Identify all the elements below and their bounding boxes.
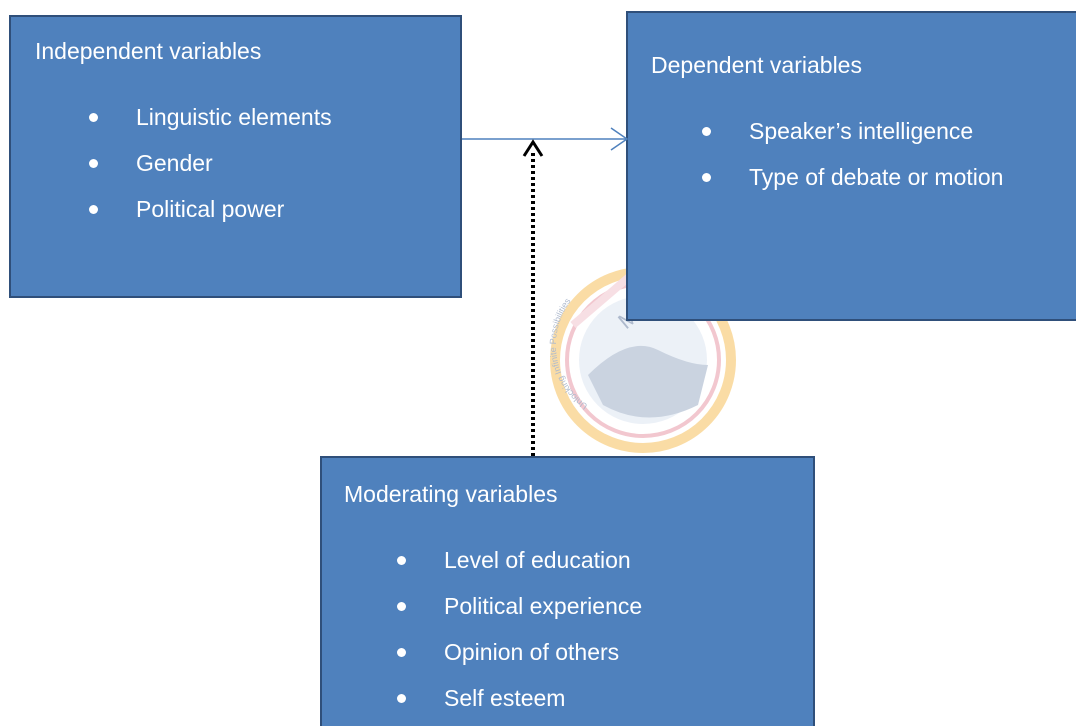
list-item: Linguistic elements bbox=[89, 103, 332, 149]
dependent-variables-box: Dependent variables Speaker’s intelligen… bbox=[626, 11, 1076, 321]
list-item: Speaker’s intelligence bbox=[702, 117, 1003, 163]
independent-to-dependent-arrowhead bbox=[610, 127, 629, 151]
list-item: Political experience bbox=[397, 592, 642, 638]
moderating-variables-list: Level of education Political experience … bbox=[397, 546, 642, 726]
independent-variables-title: Independent variables bbox=[35, 38, 262, 64]
independent-variables-list: Linguistic elements Gender Political pow… bbox=[89, 103, 332, 241]
svg-text:Unlocking Infinite Possibiliti: Unlocking Infinite Possibilities bbox=[548, 296, 589, 412]
list-item: Opinion of others bbox=[397, 638, 642, 684]
moderating-variables-box: Moderating variables Level of education … bbox=[320, 456, 815, 726]
watermark-motto: Unlocking Infinite Possibilities bbox=[548, 296, 589, 412]
list-item: Level of education bbox=[397, 546, 642, 592]
list-item: Gender bbox=[89, 149, 332, 195]
independent-variables-box: Independent variables Linguistic element… bbox=[9, 15, 462, 298]
list-item: Type of debate or motion bbox=[702, 163, 1003, 209]
dependent-variables-list: Speaker’s intelligence Type of debate or… bbox=[702, 117, 1003, 209]
list-item: Political power bbox=[89, 195, 332, 241]
moderating-variables-title: Moderating variables bbox=[344, 481, 558, 507]
moderating-arrowhead bbox=[522, 139, 544, 157]
dependent-variables-title: Dependent variables bbox=[651, 52, 862, 78]
list-item: Self esteem bbox=[397, 684, 642, 726]
